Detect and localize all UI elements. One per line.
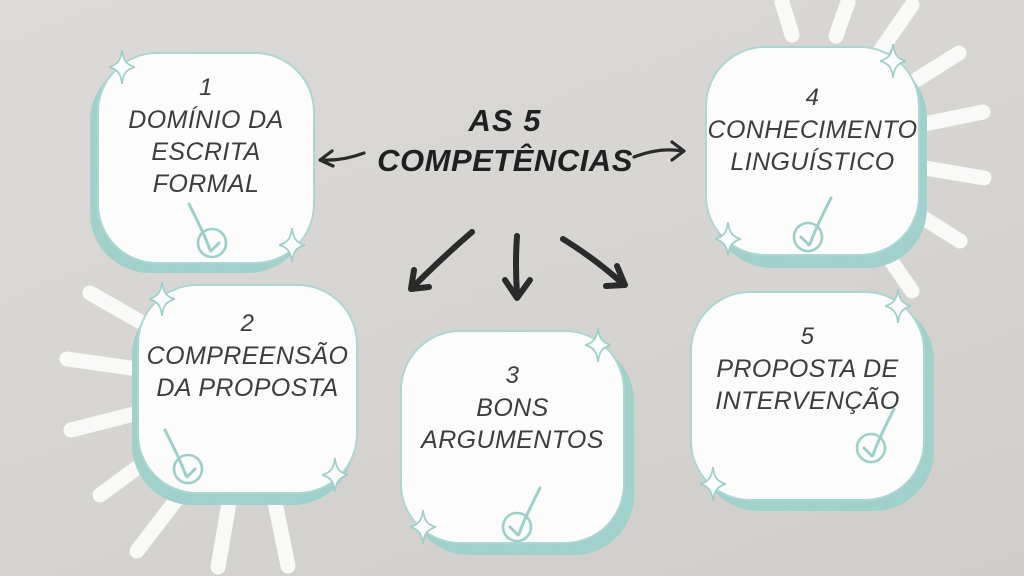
card-number: 2 xyxy=(240,310,255,337)
arrow-down-right-icon xyxy=(560,236,628,289)
arrow-down-left-icon xyxy=(408,229,475,292)
competency-card-5: 5 PROPOSTA DE INTERVENÇÃO xyxy=(690,289,925,501)
card-text: 1 DOMÍNIO DA ESCRITA FORMAL xyxy=(99,72,313,200)
sparkle-icon xyxy=(322,458,348,492)
sparkle-icon xyxy=(715,222,741,256)
check-circle-icon xyxy=(855,407,896,464)
competency-card-3: 3 BONS ARGUMENTOS xyxy=(400,328,625,544)
card-text-line: ARGUMENTOS xyxy=(421,426,604,454)
card-text-line: COMPREENSÃO xyxy=(146,342,349,370)
competency-card-1: 1 DOMÍNIO DA ESCRITA FORMAL xyxy=(97,50,315,264)
check-circle-icon xyxy=(501,486,542,543)
page-title: AS 5 COMPETÊNCIAS xyxy=(350,101,660,181)
card-number: 4 xyxy=(805,84,820,111)
competency-card-4: 4 CONHECIMENTO LINGUÍSTICO xyxy=(705,44,920,256)
card-number: 1 xyxy=(199,74,213,101)
card-number: 3 xyxy=(505,362,520,389)
arrow-down-icon xyxy=(502,233,533,301)
card-text: 2 COMPREENSÃO DA PROPOSTA xyxy=(139,308,356,404)
card-text-line: DOMÍNIO DA xyxy=(128,106,284,134)
check-circle-icon xyxy=(187,202,228,259)
card-text-line: LINGUÍSTICO xyxy=(730,148,895,176)
card-text-line: PROPOSTA DE xyxy=(716,355,899,383)
arrow-right-icon xyxy=(632,140,686,162)
competency-card-2: 2 COMPREENSÃO DA PROPOSTA xyxy=(137,282,358,494)
sparkle-icon xyxy=(700,467,726,501)
sparkle-icon xyxy=(279,228,305,262)
check-circle-icon xyxy=(792,196,833,253)
sparkle-icon xyxy=(885,289,911,323)
arrow-left-icon xyxy=(318,149,366,168)
card-text: 4 CONHECIMENTO LINGUÍSTICO xyxy=(707,82,918,178)
sparkle-icon xyxy=(410,510,436,544)
card-text-line: ESCRITA FORMAL xyxy=(151,138,261,198)
title-line-1: AS 5 xyxy=(468,103,542,138)
card-number: 5 xyxy=(800,323,815,350)
check-circle-icon xyxy=(163,428,204,485)
card-text: 3 BONS ARGUMENTOS xyxy=(402,360,623,456)
title-line-2: COMPETÊNCIAS xyxy=(377,143,633,178)
sparkle-icon xyxy=(585,328,611,362)
card-text-line: DA PROPOSTA xyxy=(156,374,339,402)
card-text-line: CONHECIMENTO xyxy=(707,116,918,144)
sparkle-icon xyxy=(880,44,906,78)
card-text-line: BONS xyxy=(476,394,549,422)
